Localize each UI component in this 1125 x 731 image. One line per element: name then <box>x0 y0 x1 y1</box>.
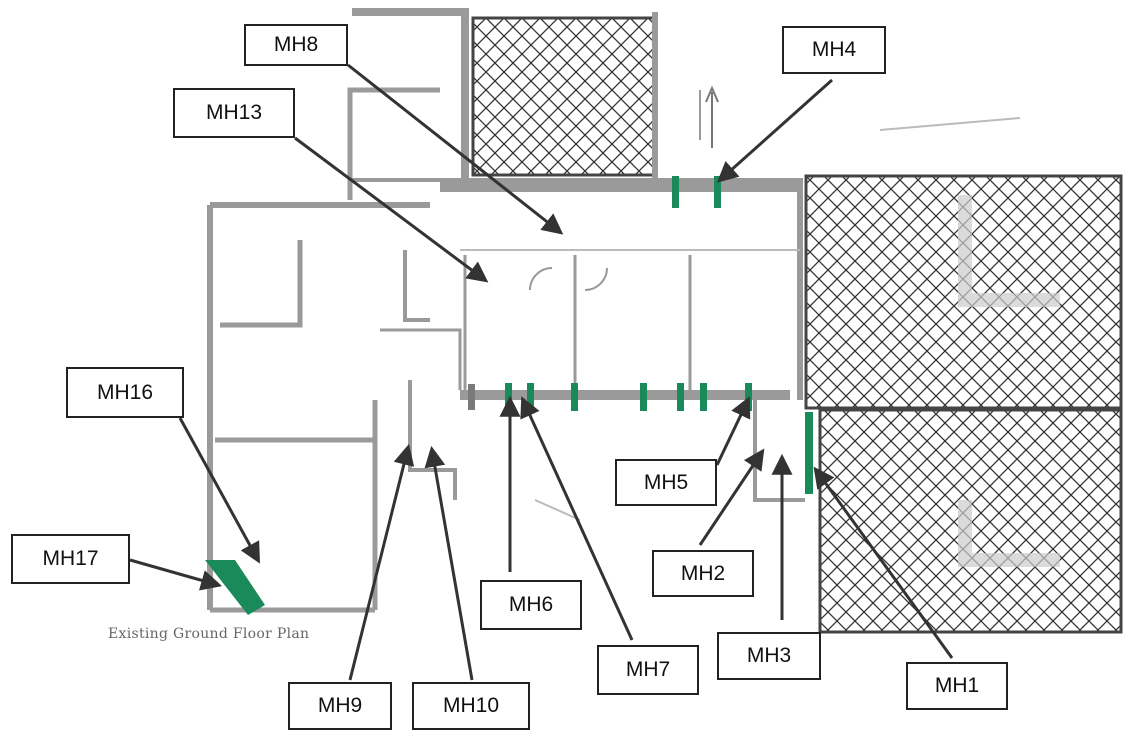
label-mh13: MH13 <box>173 88 295 138</box>
label-mh4: MH4 <box>782 26 886 74</box>
plan-caption: Existing Ground Floor Plan <box>108 626 310 642</box>
label-mh3: MH3 <box>717 632 821 680</box>
label-mh16: MH16 <box>66 367 184 418</box>
label-mh2: MH2 <box>652 550 754 597</box>
label-arrows <box>129 63 954 681</box>
label-mh9: MH9 <box>288 682 392 730</box>
north-arrow-icon <box>705 85 719 148</box>
hatched-buildings <box>471 16 1123 634</box>
building-walls <box>207 8 1021 613</box>
label-mh8: MH8 <box>244 24 348 66</box>
label-mh6: MH6 <box>480 580 582 630</box>
label-mh5: MH5 <box>615 459 717 506</box>
label-mh10: MH10 <box>412 682 530 730</box>
label-mh1: MH1 <box>906 662 1008 710</box>
label-mh7: MH7 <box>597 645 699 695</box>
label-mh17: MH17 <box>11 534 130 584</box>
